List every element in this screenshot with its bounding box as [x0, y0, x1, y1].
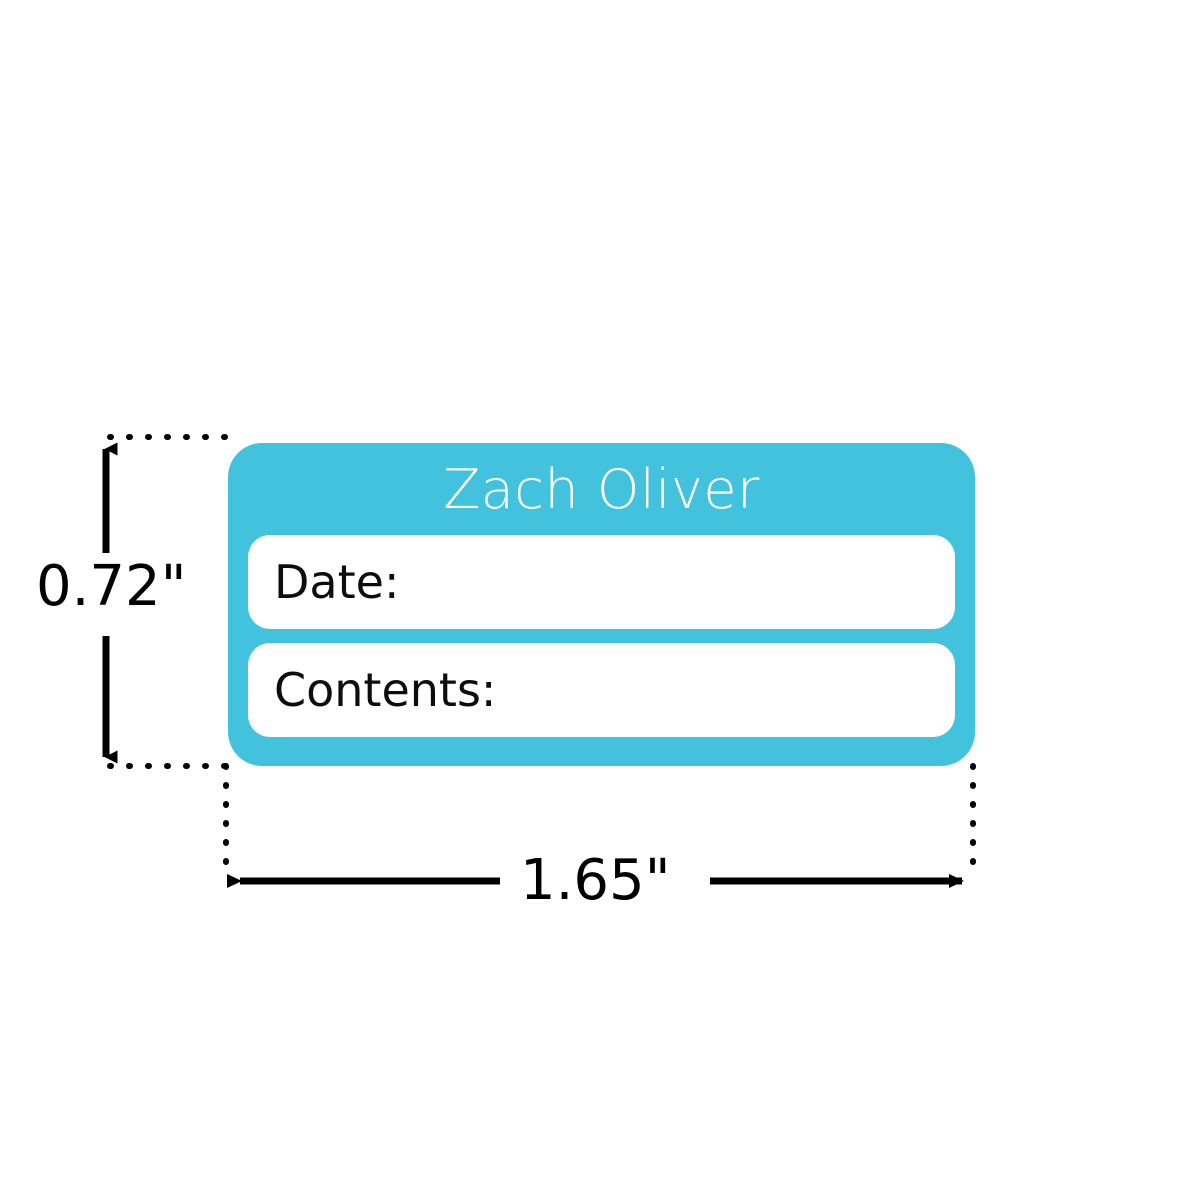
width-dimension-label: 1.65"	[520, 848, 671, 913]
name-label-card: Zach Oliver Date: Contents:	[228, 443, 975, 766]
height-dimension-label: 0.72"	[36, 554, 187, 619]
label-field-contents-text: Contents:	[274, 663, 497, 717]
label-field-contents: Contents:	[248, 643, 955, 737]
label-name-text: Zach Oliver	[443, 458, 760, 521]
label-field-date: Date:	[248, 535, 955, 629]
label-field-date-text: Date:	[274, 555, 400, 609]
